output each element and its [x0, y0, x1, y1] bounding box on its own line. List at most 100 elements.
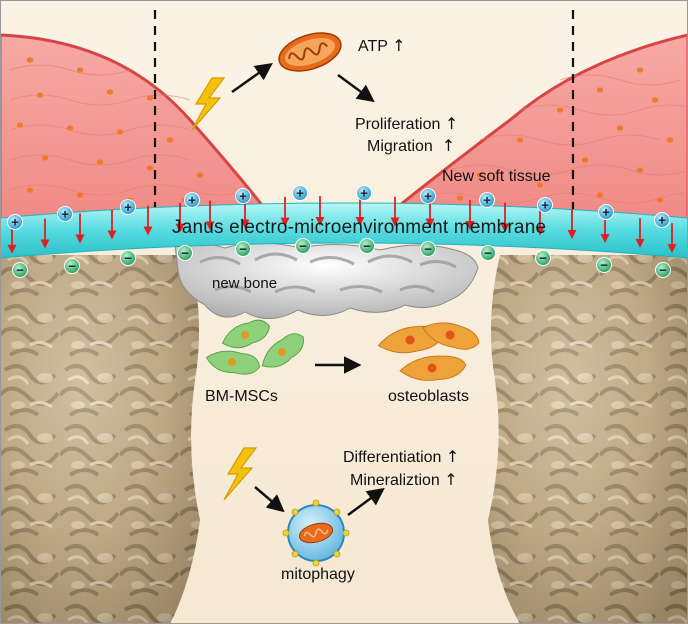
tissue-nucleus: [96, 159, 104, 165]
tissue-nucleus: [456, 195, 464, 201]
svg-text:+: +: [424, 189, 432, 204]
mineralization-label: Mineraliztion ↑: [350, 470, 458, 489]
svg-text:−: −: [68, 259, 76, 274]
arrow-bolt-to-atp: [231, 62, 273, 94]
atp-label: ATP ↑: [358, 36, 406, 55]
tissue-nucleus: [536, 182, 544, 188]
tissue-nucleus: [476, 172, 484, 178]
lightning-bolt-icon-top: [191, 77, 226, 131]
svg-text:−: −: [181, 246, 189, 261]
janus-membrane: [0, 202, 688, 259]
plus-ion: +: [235, 188, 251, 204]
tissue-nucleus: [16, 122, 24, 128]
svg-text:−: −: [363, 239, 371, 254]
minus-ion: −: [12, 262, 28, 278]
tissue-nucleus: [636, 67, 644, 73]
plus-ion: +: [356, 185, 372, 201]
tissue-nucleus: [656, 197, 664, 203]
tissue-nucleus: [76, 67, 84, 73]
migration-label: Migration ↑: [367, 136, 456, 155]
minus-ion: −: [359, 238, 375, 254]
charge-arrows: [7, 196, 677, 254]
tissue-nucleus: [146, 165, 154, 171]
minus-ion: −: [64, 258, 80, 274]
tissue-nucleus: [666, 137, 674, 143]
right-soft-tissue: [396, 33, 688, 224]
svg-text:+: +: [239, 189, 247, 204]
mitochondrion-icon-top: [278, 32, 342, 72]
svg-text:+: +: [541, 198, 549, 213]
left-soft-tissue: [0, 33, 265, 224]
tissue-nucleus: [26, 57, 34, 63]
arrow-bolt-to-mitophagy: [254, 486, 285, 513]
svg-text:+: +: [188, 193, 196, 208]
svg-text:−: −: [484, 246, 492, 261]
minus-ion: −: [480, 245, 496, 261]
tissue-nucleus: [146, 95, 154, 101]
new-bone: [174, 242, 479, 319]
tissue-nucleus: [581, 157, 589, 163]
minus-ion: −: [177, 245, 193, 261]
plus-ion: +: [598, 204, 614, 220]
tissue-nucleus: [556, 107, 564, 113]
plus-ion: +: [537, 197, 553, 213]
minus-ion: −: [235, 241, 251, 257]
tissue-nucleus: [36, 92, 44, 98]
osteoblast-cells: [377, 322, 480, 381]
tissue-nucleus: [66, 125, 74, 131]
minus-ion: −: [596, 257, 612, 273]
tissue-nucleus: [106, 89, 114, 95]
minus-ion: −: [420, 241, 436, 257]
plus-ion: +: [57, 206, 73, 222]
negative-ions: − − − − − − − − − − − −: [12, 238, 671, 278]
plus-ion: +: [420, 188, 436, 204]
membrane-label: Janus electro-microenvironment membrane: [172, 217, 547, 238]
tissue-nucleus: [26, 187, 34, 193]
differentiation-label: Differentiation ↑: [343, 447, 460, 466]
tissue-nucleus: [166, 137, 174, 143]
tissue-nucleus: [76, 192, 84, 198]
svg-text:+: +: [296, 186, 304, 201]
svg-text:+: +: [483, 193, 491, 208]
svg-text:+: +: [360, 186, 368, 201]
mitophagy-label: mitophagy: [281, 566, 355, 583]
plus-ion: +: [292, 185, 308, 201]
svg-text:+: +: [11, 215, 19, 230]
bm-mscs-cells: [205, 319, 305, 375]
tissue-nucleus: [516, 137, 524, 143]
right-bone-scaffold: [488, 255, 688, 624]
lightning-bolt-icon-bottom: [223, 447, 258, 501]
proliferation-label: Proliferation ↑: [355, 114, 459, 133]
plus-ion: +: [7, 214, 23, 230]
tissue-nucleus: [196, 172, 204, 178]
tissue-nucleus: [651, 97, 659, 103]
arrow-mitophagy-to-differentiation: [347, 487, 385, 517]
new-bone-label: new bone: [212, 275, 278, 292]
svg-text:−: −: [124, 251, 132, 266]
minus-ion: −: [535, 250, 551, 266]
tissue-nucleus: [636, 167, 644, 173]
bm-mscs-label: BM-MSCs: [205, 388, 278, 405]
tissue-nucleus: [41, 155, 49, 161]
svg-text:+: +: [124, 200, 132, 215]
plus-ion: +: [120, 199, 136, 215]
svg-text:−: −: [16, 263, 24, 278]
positive-ions: + + + + + + + + + + + +: [7, 185, 670, 230]
plus-ion: +: [479, 192, 495, 208]
svg-text:−: −: [239, 242, 247, 257]
svg-text:+: +: [658, 213, 666, 228]
svg-text:+: +: [602, 205, 610, 220]
mitophagy-icon: [282, 499, 350, 567]
minus-ion: −: [655, 262, 671, 278]
osteoblasts-label: osteoblasts: [388, 388, 469, 405]
tissue-nucleus: [596, 87, 604, 93]
svg-text:−: −: [539, 251, 547, 266]
svg-text:−: −: [299, 239, 307, 254]
tissue-nucleus: [616, 125, 624, 131]
plus-ion: +: [184, 192, 200, 208]
new-soft-tissue-label: New soft tissue: [442, 168, 551, 185]
arrow-atp-to-proliferation: [337, 73, 375, 103]
left-bone-scaffold: [0, 255, 200, 624]
